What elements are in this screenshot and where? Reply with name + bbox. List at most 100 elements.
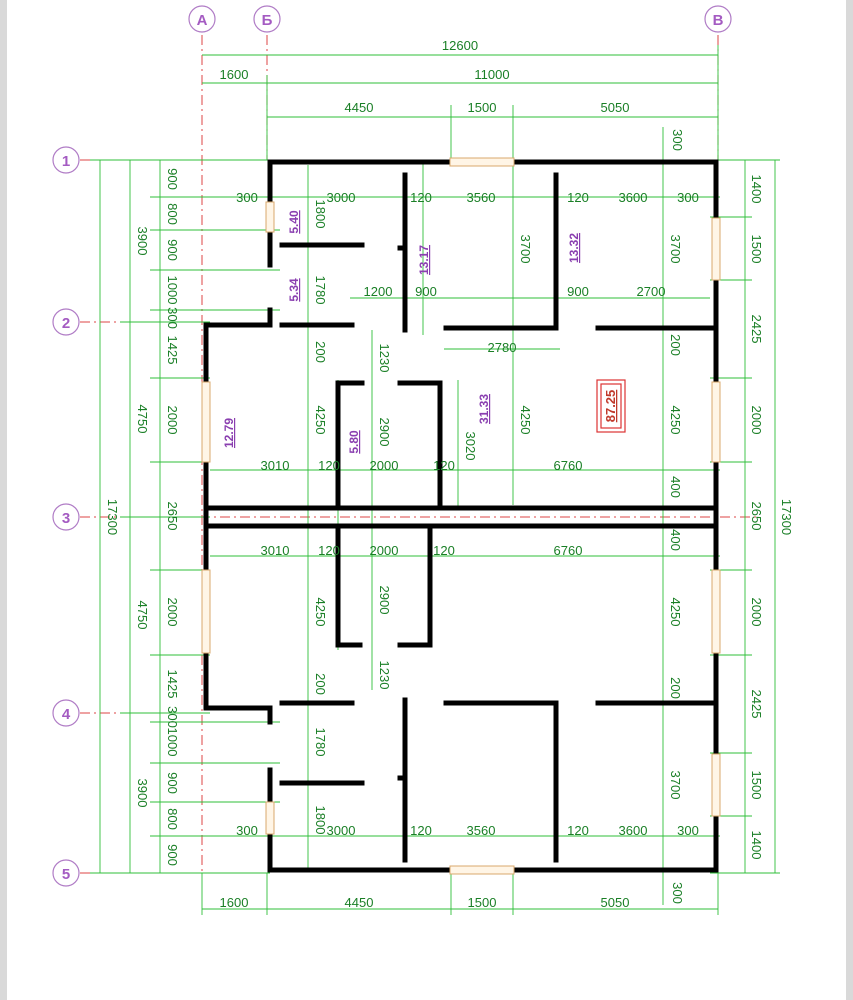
dim-interior: 3000 (327, 823, 356, 838)
dim-interior: 200 (668, 334, 683, 356)
dim-interior: 300 (236, 823, 258, 838)
dim-interior: 2900 (377, 418, 392, 447)
axis-bubble-b: Б (253, 5, 281, 33)
axis-bubble-5: 5 (52, 859, 80, 887)
room-area-5-34: 5.34 (287, 278, 301, 302)
dim-interior: 120 (410, 190, 432, 205)
dim-interior: 3020 (463, 432, 478, 461)
dim-interior: 1230 (377, 344, 392, 373)
dim-interior: 3560 (467, 823, 496, 838)
svg-text:А: А (197, 12, 208, 29)
dim-right-detail: 2425 (749, 690, 764, 719)
dim-interior: 1200 (364, 284, 393, 299)
dim-top-s3: 5050 (601, 100, 630, 115)
dim-interior: 2700 (637, 284, 666, 299)
dim-left-detail: 900 (165, 844, 180, 866)
dim-interior: 3010 (261, 458, 290, 473)
dim-interior: 6760 (554, 458, 583, 473)
dim-interior: 400 (668, 476, 683, 498)
svg-text:5: 5 (62, 866, 70, 883)
axis-bubble-4: 4 (52, 699, 80, 727)
dim-right-detail: 2000 (749, 598, 764, 627)
dim-interior: 300 (677, 190, 699, 205)
dim-interior: 4250 (668, 598, 683, 627)
total-area-stamp: 87.25 (596, 379, 626, 433)
axis-bubble-a: А (188, 5, 216, 33)
dim-left-detail: 800 (165, 203, 180, 225)
dim-interior: 4250 (313, 406, 328, 435)
axis-bubble-v: В (704, 5, 732, 33)
dim-interior: 6760 (554, 543, 583, 558)
dim-right-detail: 2000 (749, 406, 764, 435)
dim-right-detail: 1400 (749, 175, 764, 204)
svg-text:1: 1 (62, 153, 70, 170)
dim-interior: 3560 (467, 190, 496, 205)
dim-top-a-b: 1600 (220, 67, 249, 82)
dim-interior: 3700 (668, 771, 683, 800)
room-area-5-40: 5.40 (287, 210, 301, 234)
dim-right-detail: 1500 (749, 771, 764, 800)
room-area-31-33: 31.33 (477, 394, 491, 424)
dim-interior: 1780 (313, 276, 328, 305)
dim-interior: 300 (677, 823, 699, 838)
dim-left-axis-4-5: 3900 (135, 779, 150, 808)
dim-left-detail: 2000 (165, 406, 180, 435)
room-area-5-80: 5.80 (347, 430, 361, 454)
dim-interior: 900 (415, 284, 437, 299)
dim-interior: 120 (433, 543, 455, 558)
dimension-lines (90, 45, 780, 915)
dim-interior: 4250 (518, 406, 533, 435)
dim-interior: 3600 (619, 823, 648, 838)
svg-text:4: 4 (62, 706, 71, 723)
room-area-12-79: 12.79 (222, 418, 236, 448)
dim-left-detail: 300 (165, 307, 180, 329)
dim-left-overall: 17300 (105, 499, 120, 535)
dim-interior: 3010 (261, 543, 290, 558)
dim-interior: 2780 (488, 340, 517, 355)
dim-interior: 3700 (668, 235, 683, 264)
dim-left-detail: 900 (165, 239, 180, 261)
dim-interior: 3700 (518, 235, 533, 264)
dim-left-axis-2-3: 4750 (135, 405, 150, 434)
dim-interior: 1800 (313, 200, 328, 229)
svg-text:3: 3 (62, 510, 70, 527)
dim-right-detail: 1500 (749, 235, 764, 264)
dim-interior: 200 (668, 677, 683, 699)
dim-bottom-s3: 5050 (601, 895, 630, 910)
dim-interior: 3000 (327, 190, 356, 205)
dim-interior: 1230 (377, 661, 392, 690)
dim-interior: 3600 (619, 190, 648, 205)
dim-interior: 120 (318, 458, 340, 473)
dim-interior: 120 (567, 823, 589, 838)
dim-interior: 200 (313, 673, 328, 695)
dim-right-detail: 2650 (749, 502, 764, 531)
dimension-labels: 12600 1600 11000 4450 1500 5050 300 1600… (105, 38, 794, 910)
svg-text:87.25: 87.25 (603, 390, 618, 423)
dim-interior: 4250 (668, 406, 683, 435)
page-edge-right (846, 0, 853, 1000)
dim-interior: 200 (313, 341, 328, 363)
svg-text:Б: Б (262, 12, 273, 29)
dim-left-detail: 1000 (165, 728, 180, 757)
page-edge-left (0, 0, 7, 1000)
room-areas: 5.40 5.34 13.17 13.32 12.79 5.80 31.33 8… (222, 210, 626, 454)
axis-bubble-3: 3 (52, 503, 80, 531)
dim-left-detail: 1425 (165, 336, 180, 365)
dim-interior: 1780 (313, 728, 328, 757)
dim-left-detail: 300 (165, 706, 180, 728)
axis-grid: А Б В 1 2 3 4 5 (52, 5, 760, 887)
dim-left-detail: 2000 (165, 598, 180, 627)
dim-top-overall: 12600 (442, 38, 478, 53)
dim-bottom-a-b: 1600 (220, 895, 249, 910)
dim-left-axis-3-4: 4750 (135, 601, 150, 630)
dim-right-detail: 2425 (749, 315, 764, 344)
dim-interior: 120 (318, 543, 340, 558)
walls (203, 159, 719, 873)
dim-interior: 1800 (313, 806, 328, 835)
room-area-13-17: 13.17 (417, 245, 431, 275)
dim-bottom-s2: 1500 (468, 895, 497, 910)
dim-interior: 400 (668, 529, 683, 551)
dim-interior: 300 (236, 190, 258, 205)
axis-bubble-2: 2 (52, 308, 80, 336)
dim-right-detail: 1400 (749, 831, 764, 860)
